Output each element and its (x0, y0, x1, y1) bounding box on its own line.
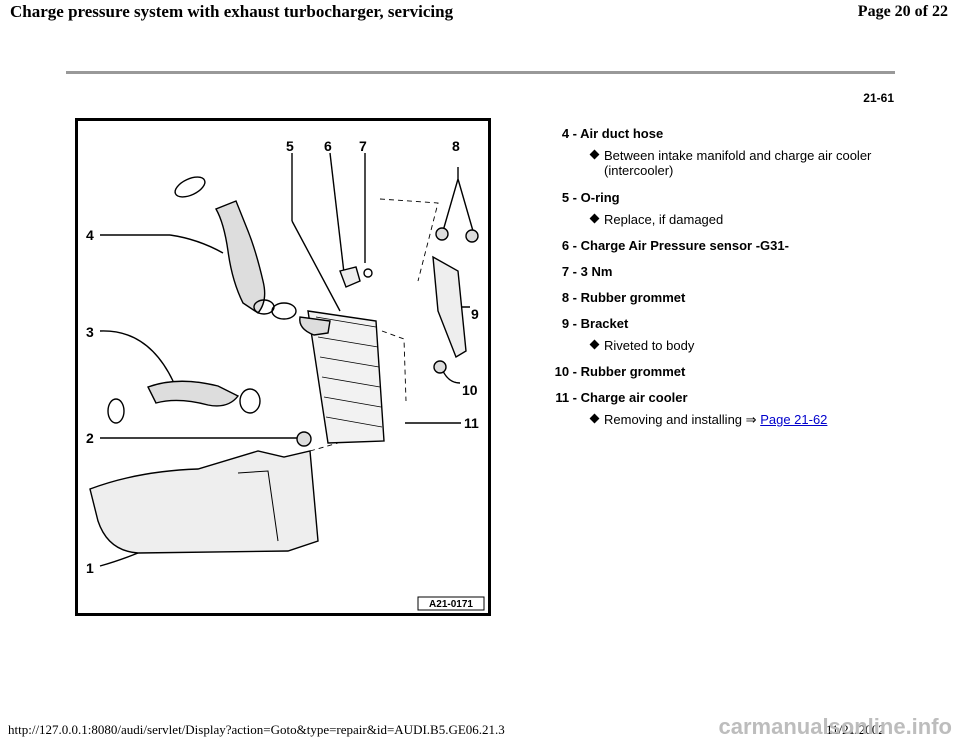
arrow-icon: ⇒ (745, 412, 757, 427)
callout-4: 4 (86, 227, 94, 243)
callout-3: 3 (86, 324, 94, 340)
page-link[interactable]: Page 21-62 (760, 412, 828, 427)
watermark: carmanualsonline.info (718, 714, 953, 739)
list-item-8: 8 - Rubber grommet (561, 290, 686, 305)
list-item-11: 11 - Charge air cooler Removing and inst… (540, 390, 900, 427)
note: Replace, if damaged (540, 212, 900, 227)
figure-code: A21-0171 (429, 599, 473, 610)
header-title: Charge pressure system with exhaust turb… (10, 2, 454, 21)
list-item-6: 6 - Charge Air Pressure sensor -G31- (561, 238, 789, 253)
list-item-7: 7 - 3 Nm (561, 264, 613, 279)
list-item-4: 4 - Air duct hose Between intake manifol… (540, 126, 900, 178)
exploded-view-figure: 1 2 3 4 5 6 7 8 9 10 11 A21-0171 (75, 118, 491, 616)
bullet-icon (589, 149, 600, 160)
note: Removing and installing ⇒ Page 21-62 (540, 412, 900, 427)
callout-2: 2 (86, 430, 94, 446)
callout-5: 5 (286, 138, 294, 154)
callout-9: 9 (471, 306, 479, 322)
bullet-icon (589, 339, 600, 350)
exploded-view-drawing: 1 2 3 4 5 6 7 8 9 10 11 A21-0171 (86, 138, 485, 611)
callout-6: 6 (324, 138, 332, 154)
parts-list: 4 - Air duct hose Between intake manifol… (540, 126, 900, 427)
footer-url: http://127.0.0.1:8080/audi/servlet/Displ… (8, 722, 505, 737)
bullet-icon (589, 413, 600, 424)
footer-date: 11/21/2002 (826, 722, 885, 737)
header-rule (66, 71, 895, 74)
note: Between intake manifold and charge air c… (540, 148, 900, 178)
callout-7: 7 (359, 138, 367, 154)
callout-11: 11 (464, 415, 479, 431)
list-item-10: 10 - Rubber grommet (554, 364, 686, 379)
page-number: 21-61 (863, 91, 894, 105)
header-page-indicator: Page 20 of 22 (857, 3, 948, 20)
callout-8: 8 (452, 138, 460, 154)
callout-1: 1 (86, 560, 94, 576)
bullet-icon (589, 213, 600, 224)
callout-10: 10 (462, 382, 478, 398)
list-item-9: 9 - Bracket Riveted to body (540, 316, 900, 353)
note: Riveted to body (540, 338, 900, 353)
list-item-5: 5 - O-ring Replace, if damaged (540, 190, 900, 227)
